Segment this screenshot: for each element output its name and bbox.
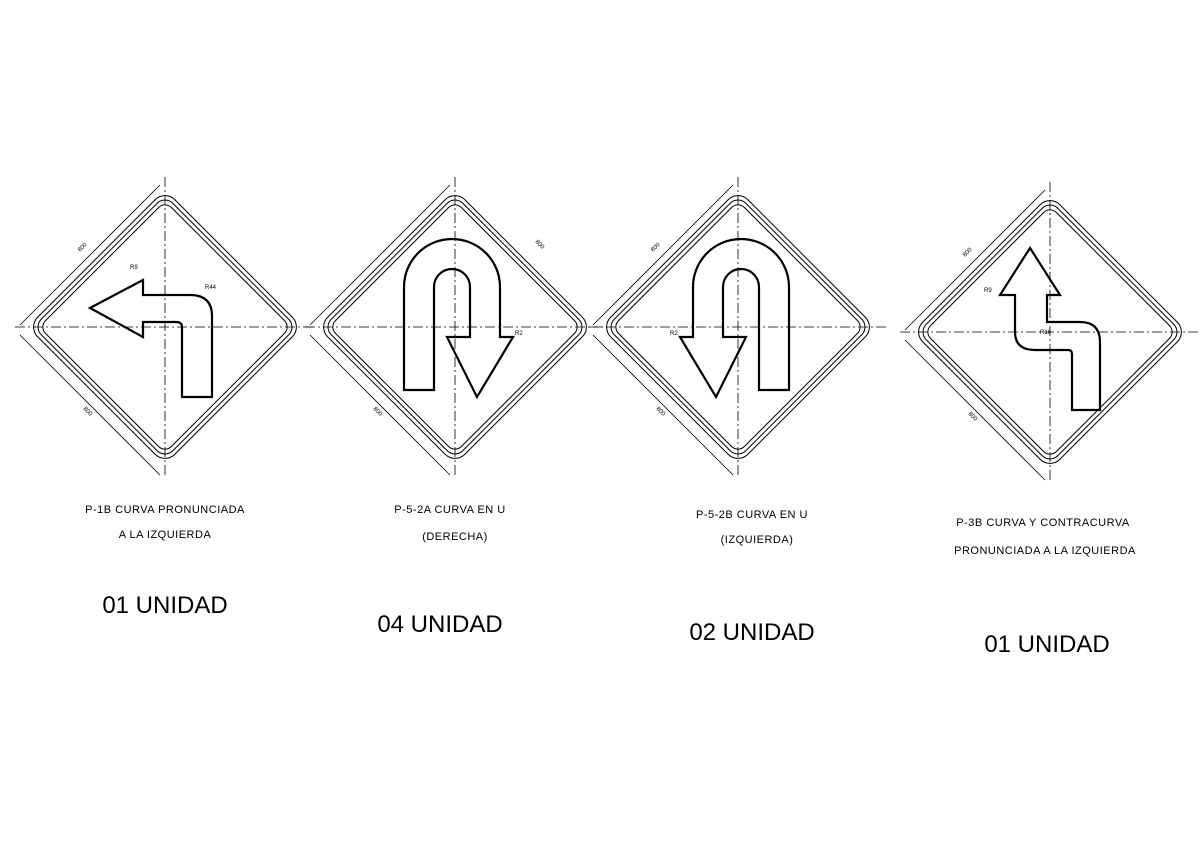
sign-subtitle: A LA IZQUIERDA (118, 529, 212, 541)
sign-subtitle: (IZQUIERDA) (720, 534, 794, 546)
dim-side: 800 (77, 242, 89, 254)
dim-side: 800 (967, 411, 979, 423)
dim-radius: R2 (670, 331, 678, 337)
u-turn-right-icon (402, 237, 515, 400)
dim-side: 800 (962, 247, 974, 259)
sign-quantity: 04 UNIDAD (377, 611, 503, 638)
dim-radius: R9 (984, 288, 992, 294)
sign-p-5-2a: 800 800 R2 (285, 157, 625, 497)
dim-radius: R2 (515, 331, 523, 337)
dim-side: 800 (372, 406, 384, 418)
sign-subtitle: PRONUNCIADA A LA IZQUIERDA (954, 545, 1136, 557)
sign-quantity: 01 UNIDAD (102, 592, 228, 619)
sign-title: P-5-2A CURVA EN U (394, 504, 506, 516)
double-curve-arrow-icon (997, 245, 1102, 412)
dim-side: 800 (534, 239, 546, 251)
dim-radius: R16 (1040, 330, 1052, 336)
dim-side: 800 (82, 406, 94, 418)
dim-side: 800 (655, 406, 667, 418)
u-turn-left-icon (678, 237, 791, 400)
sign-title: P-5-2B CURVA EN U (695, 509, 809, 521)
sign-quantity: 02 UNIDAD (689, 619, 815, 646)
sign-title: P-1B CURVA PRONUNCIADA (85, 504, 245, 516)
dim-radius: R44 (205, 285, 217, 291)
sign-quantity: 01 UNIDAD (984, 631, 1110, 658)
sign-p-1b: 800 800 R9 R44 (0, 157, 335, 497)
sign-p-3b: 800 800 R9 R16 (880, 162, 1200, 502)
dim-side: 800 (650, 242, 662, 254)
sign-title: P-3B CURVA Y CONTRACURVA (956, 517, 1130, 529)
dim-radius: R9 (130, 265, 138, 271)
sign-subtitle: (DERECHA) (422, 531, 488, 543)
curve-left-arrow-icon (87, 278, 214, 399)
sign-p-5-2b: 800 800 R2 (568, 157, 908, 497)
